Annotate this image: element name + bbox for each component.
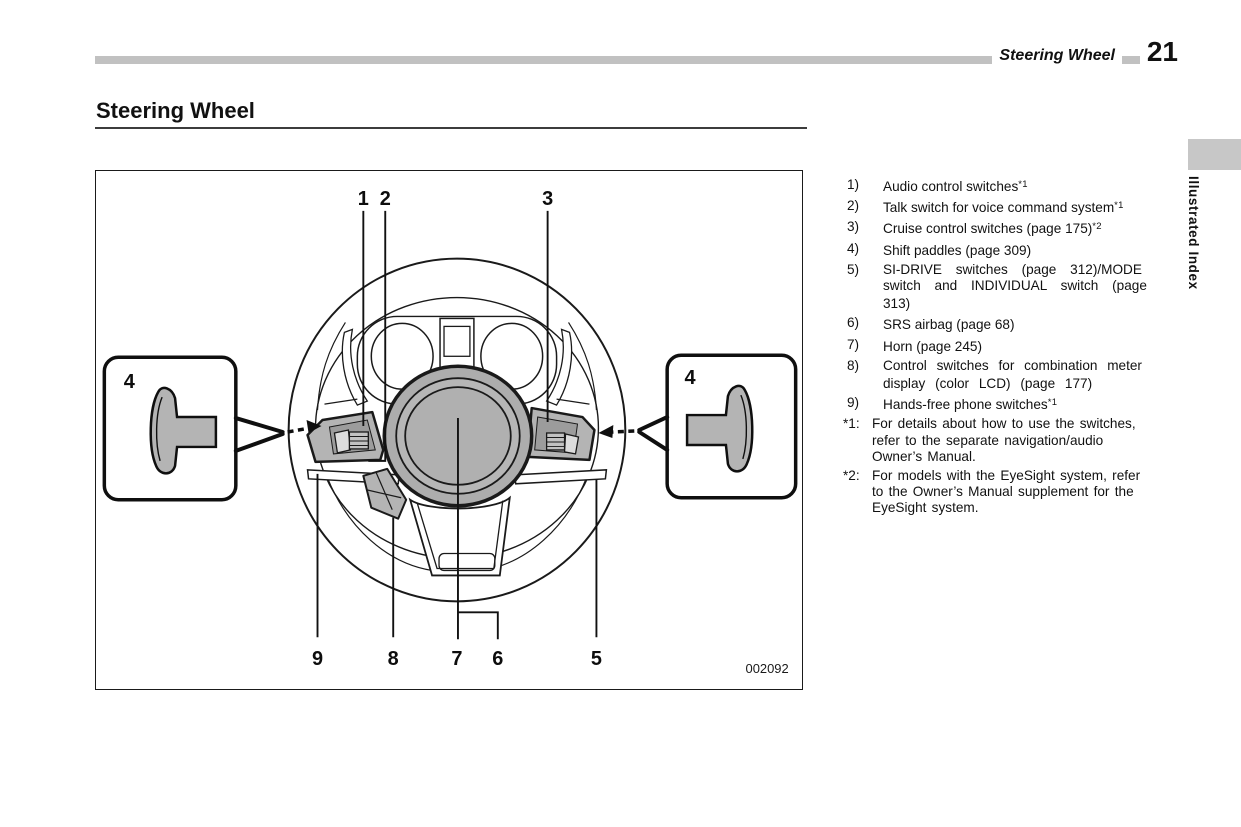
callout-7: 7 [451,648,462,670]
footnote-ref: *1 [1114,200,1124,212]
legend-item-7: 7)Horn (page 245) [847,336,982,354]
control-stalk [362,467,408,520]
callout-1: 1 [358,188,369,210]
section-title-underline [95,127,807,129]
bottom-spoke [408,495,511,577]
section-title: Steering Wheel [96,98,255,123]
callout-6: 6 [492,648,503,670]
left-paddle-callout [102,355,322,502]
legend-item-6: 6)SRS airbag (page 68) [847,315,1015,333]
audio-rocker-switch [348,431,369,450]
left-switch-pod [306,410,385,464]
footnote-ref: *1 [1018,179,1028,190]
footnote-1: *1:For details about how to use the swit… [843,416,1136,464]
legend-item-3: 3)Cruise control switches (page 175)*2 [847,219,1102,237]
steering-wheel-figure: 1 2 3 4 4 9 8 7 6 5 002092 [95,170,803,690]
legend-list: 1)Audio control switches*1 2)Talk switch… [843,177,1179,413]
callout-8: 8 [388,648,399,670]
callout-labels: 1 2 3 4 4 9 8 7 6 5 [124,188,696,670]
legend-item-4: 4)Shift paddles (page 309) [847,240,1032,258]
footnote-ref: *2 [1092,221,1102,233]
right-shift-paddle [685,384,754,473]
wheel-group [287,257,627,603]
legend-item-1: 1)Audio control switches*1 [847,177,1028,194]
side-tab-label: Illustrated Index [1186,176,1201,290]
footnote-ref: *1 [1047,397,1058,409]
steering-wheel-illustration: 1 2 3 4 4 9 8 7 6 5 002092 [102,188,798,676]
legend-item-8: 8)Control switches for combination meter… [847,357,1142,392]
header-rule-bar [95,56,1177,64]
page-number: 21 [1139,36,1181,68]
callout-5: 5 [591,648,602,670]
legend-item-5: 5)SI-DRIVE switches (page 312)/MODE swit… [847,261,1147,312]
callout-2: 2 [380,188,391,210]
callout-3: 3 [542,188,553,210]
legend-panel: 1)Audio control switches*1 2)Talk switch… [843,177,1179,520]
right-paddle-callout [598,353,798,500]
callout-4-right: 4 [685,367,696,389]
callout-9: 9 [312,648,323,670]
side-tab-block [1188,139,1241,170]
footnotes: *1:For details about how to use the swit… [843,416,1179,516]
right-callout-arrowhead [598,425,614,438]
right-switch-pod [526,406,596,462]
footnote-2: *2:For models with the EyeSight system, … [843,468,1141,516]
left-shift-paddle [149,386,218,475]
legend-item-2: 2)Talk switch for voice command system*1 [847,198,1124,216]
leader-lines [316,210,598,640]
cruise-rocker-switch [545,432,566,451]
running-header-title: Steering Wheel [992,45,1122,67]
legend-item-9: 9)Hands-free phone switches*1 [847,395,1058,413]
figure-number: 002092 [746,661,789,676]
callout-4-left: 4 [124,371,135,393]
left-callout-arrowhead [306,420,322,433]
